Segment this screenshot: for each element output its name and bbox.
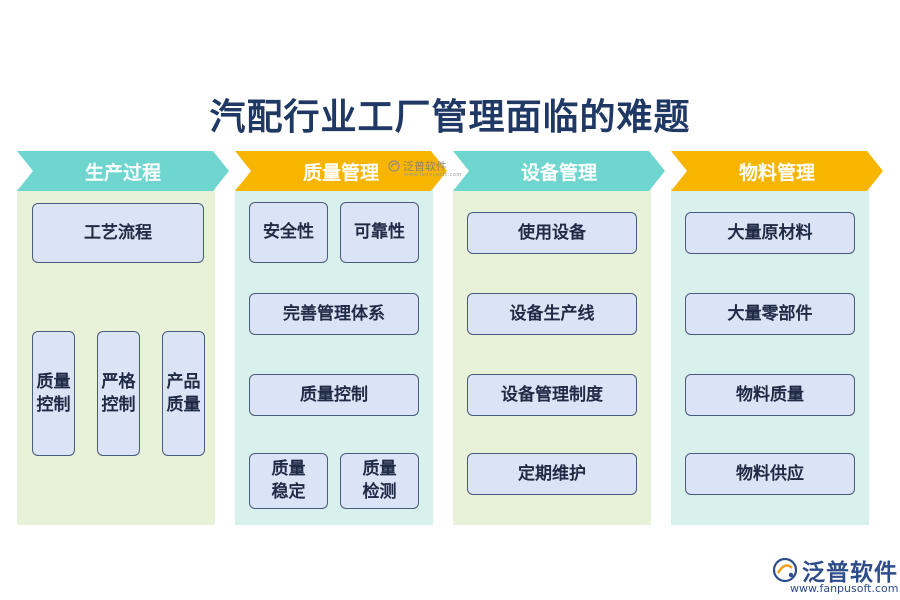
item-strict-control: 严格 控制 — [97, 331, 140, 456]
item-product-quality: 产品 质量 — [162, 331, 205, 456]
header-material: 物料管理 — [671, 151, 883, 191]
item-reliability: 可靠性 — [340, 202, 419, 263]
watermark-text: 泛普软件 — [403, 160, 447, 173]
item-quality-inspection: 质量 检测 — [340, 453, 419, 509]
item-production-line: 设备生产线 — [467, 293, 637, 335]
item-quality-control-2: 质量控制 — [249, 374, 419, 416]
item-material-supply: 物料供应 — [685, 453, 855, 495]
item-regular-maintenance: 定期维护 — [467, 453, 637, 495]
brand-logo: 泛普软件 — [772, 553, 898, 587]
item-quality-control: 质量 控制 — [32, 331, 75, 456]
item-quality-stability: 质量 稳定 — [249, 453, 328, 509]
item-use-equipment: 使用设备 — [467, 212, 637, 254]
watermark-subtext: www.fanpusoft.com — [404, 172, 462, 178]
item-equipment-policy: 设备管理制度 — [467, 374, 637, 416]
diagram-title: 汽配行业工厂管理面临的难题 — [209, 97, 691, 138]
header-quality: 质量管理 — [235, 151, 447, 191]
item-process-flow: 工艺流程 — [32, 203, 204, 263]
item-management-system: 完善管理体系 — [249, 293, 419, 335]
header-production: 生产过程 — [17, 151, 229, 191]
fanpu-logo-icon — [772, 557, 798, 583]
item-safety: 安全性 — [249, 202, 328, 263]
brand-logo-text: 泛普软件 — [802, 560, 898, 586]
watermark: 泛普软件 — [388, 158, 447, 174]
fanpu-logo-icon — [388, 160, 400, 172]
item-components: 大量零部件 — [685, 293, 855, 335]
brand-url: www.fanpusoft.com — [790, 582, 899, 595]
header-equipment: 设备管理 — [453, 151, 665, 191]
item-material-quality: 物料质量 — [685, 374, 855, 416]
item-raw-materials: 大量原材料 — [685, 212, 855, 254]
